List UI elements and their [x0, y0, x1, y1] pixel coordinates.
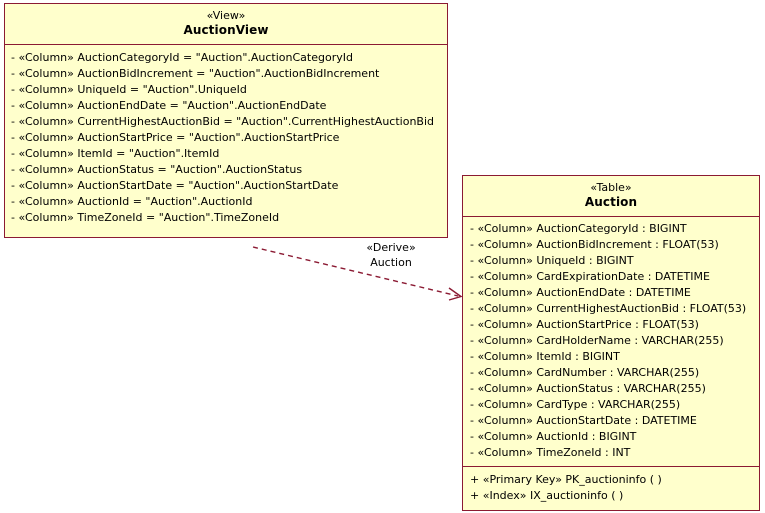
auction-name: Auction — [584, 194, 638, 209]
auction-column-row: - «Column» AuctionStartDate : DATETIME — [470, 413, 697, 427]
auctionview-name: AuctionView — [183, 22, 269, 37]
auction-operation-row: + «Primary Key» PK_auctioninfo ( ) — [470, 472, 662, 486]
auctionview-column-row: - «Column» AuctionEndDate = "Auction".Au… — [11, 98, 327, 112]
auctionview-stereotype: «View» — [206, 9, 246, 22]
auction-column-row: - «Column» CurrentHighestAuctionBid : FL… — [470, 301, 747, 315]
auctionview-column-row: - «Column» CurrentHighestAuctionBid = "A… — [11, 114, 435, 128]
auctionview-column-row: - «Column» UniqueId = "Auction".UniqueId — [11, 82, 247, 96]
derive-stereotype: «Derive» — [366, 241, 416, 254]
auctionview-columns-compartment: - «Column» AuctionCategoryId = "Auction"… — [5, 45, 447, 231]
uml-class-auction[interactable]: «Table» Auction - «Column» AuctionCatego… — [462, 175, 760, 511]
auction-column-row: - «Column» CardExpirationDate : DATETIME — [470, 269, 710, 283]
auction-column-row: - «Column» CardNumber : VARCHAR(255) — [470, 365, 700, 379]
auction-column-row: - «Column» CardHolderName : VARCHAR(255) — [470, 333, 724, 347]
auction-column-row: - «Column» CardType : VARCHAR(255) — [470, 397, 681, 411]
derive-label: «Derive» Auction — [352, 240, 430, 270]
derive-target-name: Auction — [370, 256, 412, 269]
auction-column-row: - «Column» AuctionStatus : VARCHAR(255) — [470, 381, 706, 395]
auctionview-column-row: - «Column» TimeZoneId = "Auction".TimeZo… — [11, 210, 280, 224]
derive-arrowhead-icon — [448, 287, 463, 301]
auction-operations-compartment: + «Primary Key» PK_auctioninfo ( ) + «Ind… — [463, 465, 759, 509]
auction-column-row: - «Column» UniqueId : BIGINT — [470, 253, 634, 267]
auction-column-row: - «Column» AuctionStartPrice : FLOAT(53) — [470, 317, 699, 331]
auction-column-row: - «Column» TimeZoneId : INT — [470, 445, 631, 459]
auction-operation-row: + «Index» IX_auctioninfo ( ) — [470, 488, 624, 502]
auction-columns-compartment: - «Column» AuctionCategoryId : BIGINT - «… — [463, 217, 759, 466]
auction-header: «Table» Auction — [463, 176, 759, 217]
auctionview-header: «View» AuctionView — [5, 4, 447, 45]
auctionview-column-row: - «Column» AuctionStartPrice = "Auction"… — [11, 130, 340, 144]
auction-stereotype: «Table» — [590, 181, 632, 194]
auctionview-column-row: - «Column» AuctionBidIncrement = "Auctio… — [11, 66, 380, 80]
auction-column-row: - «Column» ItemId : BIGINT — [470, 349, 620, 363]
auction-column-row: - «Column» AuctionId : BIGINT — [470, 429, 637, 443]
auctionview-column-row: - «Column» AuctionCategoryId = "Auction"… — [11, 50, 353, 64]
auctionview-column-row: - «Column» AuctionId = "Auction".Auction… — [11, 194, 253, 208]
auctionview-column-row: - «Column» AuctionStartDate = "Auction".… — [11, 178, 339, 192]
auctionview-column-row: - «Column» AuctionStatus = "Auction".Auc… — [11, 162, 303, 176]
uml-class-auctionview[interactable]: «View» AuctionView - «Column» AuctionCat… — [4, 3, 448, 238]
auction-column-row: - «Column» AuctionBidIncrement : FLOAT(5… — [470, 237, 719, 251]
auction-column-row: - «Column» AuctionCategoryId : BIGINT — [470, 221, 687, 235]
auction-column-row: - «Column» AuctionEndDate : DATETIME — [470, 285, 691, 299]
auctionview-column-row: - «Column» ItemId = "Auction".ItemId — [11, 146, 220, 160]
